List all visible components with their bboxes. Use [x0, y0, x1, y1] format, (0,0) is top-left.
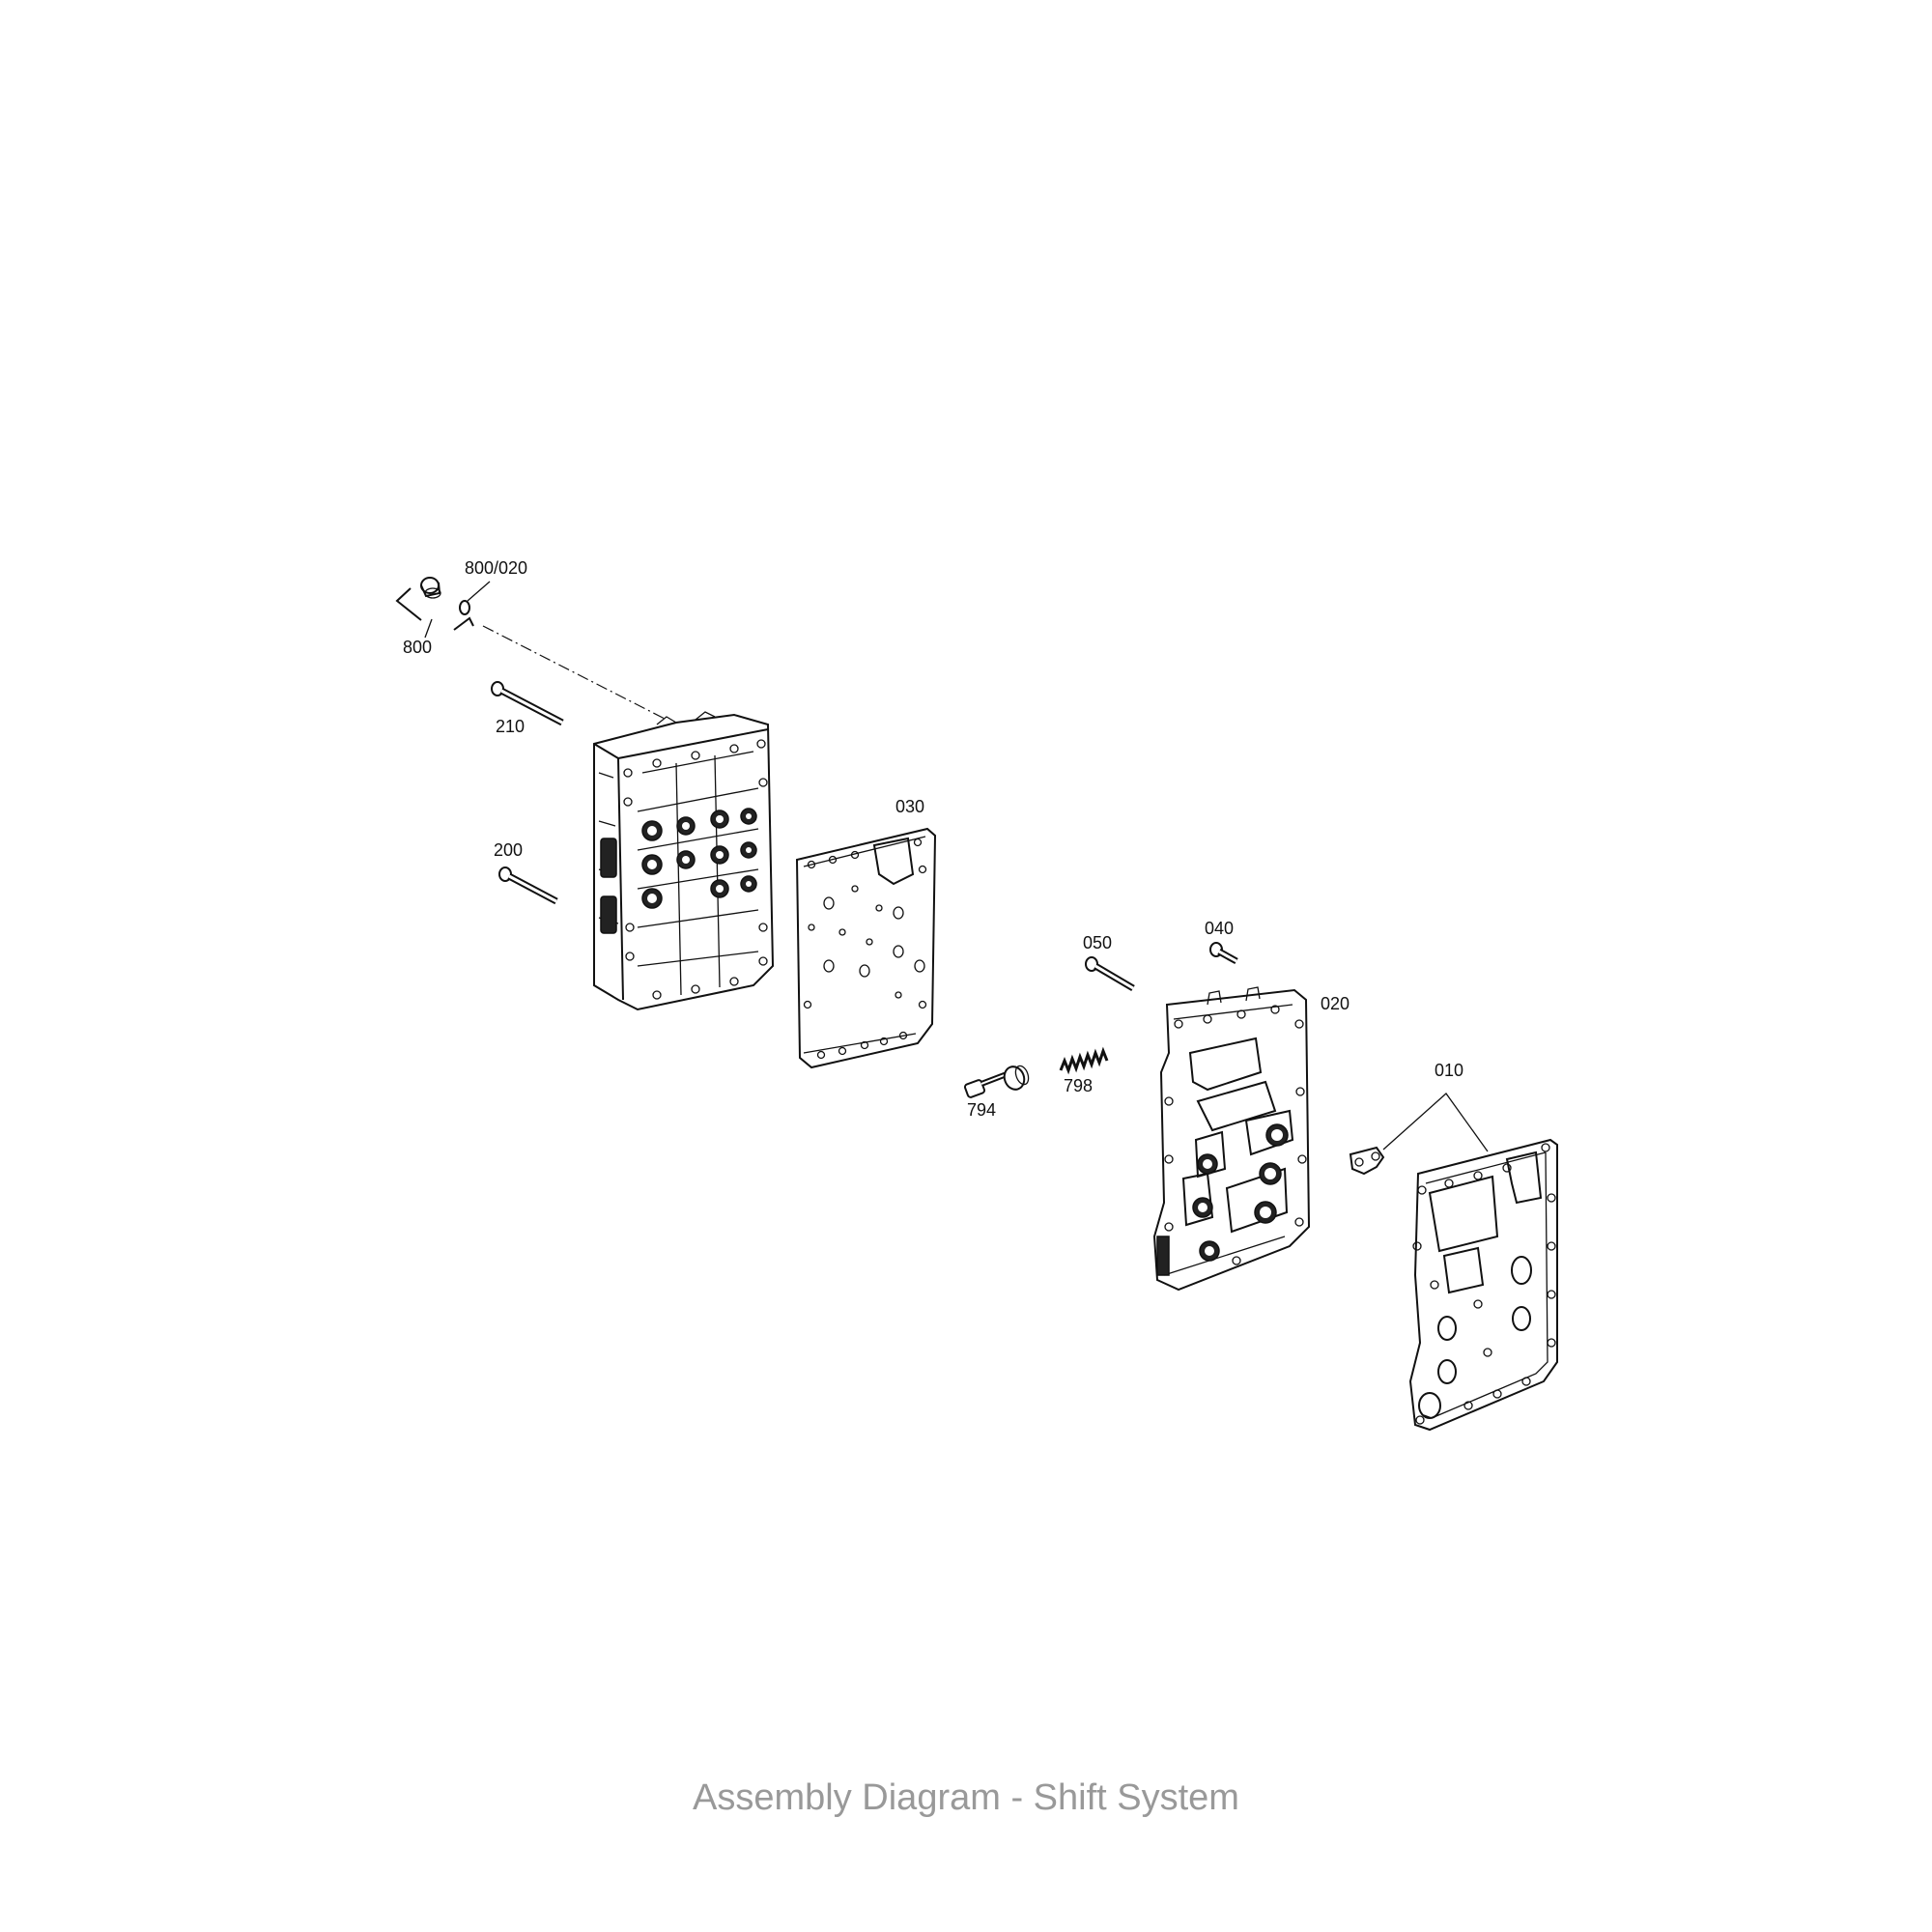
part-030-plate	[795, 827, 937, 1069]
part-020-plate	[1152, 986, 1311, 1292]
label-040: 040	[1205, 919, 1234, 938]
label-010: 010	[1435, 1061, 1463, 1080]
label-794: 794	[967, 1100, 996, 1120]
centerline	[482, 625, 668, 721]
label-800-020: 800/020	[465, 558, 527, 578]
part-200-bolt	[498, 867, 558, 905]
label-020: 020	[1321, 994, 1350, 1013]
part-010-small-gasket	[1349, 1146, 1385, 1176]
label-800: 800	[403, 638, 432, 657]
part-800-bracket	[395, 587, 474, 631]
label-210: 210	[496, 717, 525, 736]
label-200: 200	[494, 840, 523, 860]
part-010-gasket	[1408, 1138, 1558, 1432]
part-040-bolt	[1209, 942, 1238, 965]
diagram-caption: Assembly Diagram - Shift System	[693, 1777, 1239, 1818]
label-050: 050	[1083, 933, 1112, 952]
leader-800-020	[467, 581, 491, 602]
leader-800	[424, 618, 433, 639]
part-210-bolt	[491, 681, 564, 726]
leader-010	[1382, 1093, 1489, 1152]
label-798: 798	[1064, 1076, 1093, 1095]
label-030: 030	[895, 797, 924, 816]
part-794-plunger	[963, 1065, 1030, 1098]
part-798-spring	[1059, 1046, 1109, 1075]
part-050-bolt	[1085, 956, 1135, 992]
part-800-020-oring	[459, 600, 470, 615]
valve-body-housing	[593, 711, 775, 1011]
part-800-plug	[420, 577, 441, 599]
